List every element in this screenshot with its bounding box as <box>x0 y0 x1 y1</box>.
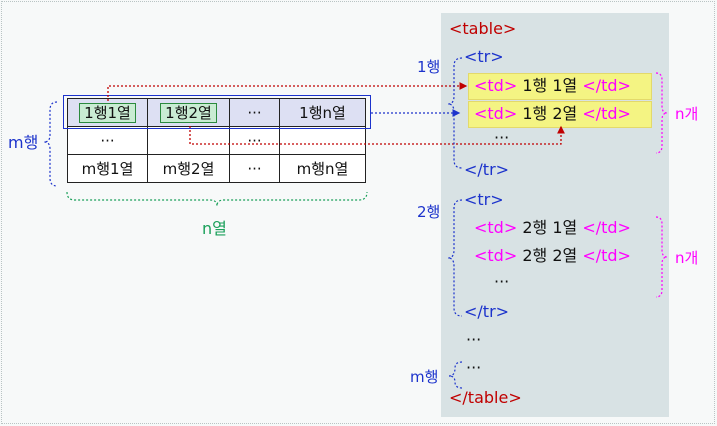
code-td-line-2-1: <td> 2행 1열 </td> <box>474 218 631 238</box>
td-content: 1행 1열 <box>522 76 578 95</box>
cell-marker: 1행2열 <box>160 102 217 123</box>
arrow-cell2 <box>189 125 565 145</box>
grid-cell: m행2열 <box>147 154 230 183</box>
label-m-rows: m행 <box>8 133 39 152</box>
code-tr-close-2: </tr> <box>464 302 510 321</box>
brace-n1 <box>655 72 668 154</box>
label-n-count-2: n개 <box>675 249 699 267</box>
table-row: ··· ··· <box>67 126 366 155</box>
td-close-tag: </td> <box>582 76 631 95</box>
td-content: 2행 1열 <box>522 218 578 237</box>
grid-table: 1행1열 1행2열 ··· 1행n열 ··· ··· m행1열 m행2열 ···… <box>67 98 366 183</box>
td-open-tag: <td> <box>474 246 518 265</box>
grid-cell: ··· <box>229 154 280 183</box>
td-open-tag: <td> <box>474 76 518 95</box>
code-ellipsis-2: ··· <box>494 272 510 291</box>
code-ellipsis-1: ··· <box>494 128 510 147</box>
brace-rowm <box>448 361 463 389</box>
code-td-line-1-2: <td> 1행 2열 </td> <box>474 104 631 124</box>
grid-cell: ··· <box>229 126 280 155</box>
code-ellipsis-4: ··· <box>466 358 482 377</box>
grid-cell <box>279 126 366 155</box>
grid-cell: 1행2열 <box>147 98 230 127</box>
code-table-close: </table> <box>449 388 522 407</box>
td-close-tag: </td> <box>582 218 631 237</box>
brace-m-rows <box>43 101 58 187</box>
label-row2: 2행 <box>417 203 441 221</box>
grid-cell: 1행1열 <box>67 98 148 127</box>
brace-row1 <box>447 57 463 169</box>
grid-cell: m행1열 <box>67 154 148 183</box>
label-rowm: m행 <box>410 368 439 386</box>
label-n-count-1: n개 <box>675 105 699 123</box>
arrow-cell1 <box>107 82 468 101</box>
brace-row2 <box>447 199 463 317</box>
label-n-cols: n열 <box>202 219 227 238</box>
cell-marker: 1행1열 <box>79 102 136 123</box>
grid-cell: m행n열 <box>279 154 366 183</box>
code-table-open: <table> <box>449 19 517 38</box>
code-tr-close-1: </tr> <box>464 160 510 179</box>
td-content: 1행 2열 <box>522 104 578 123</box>
row1-outline <box>63 95 371 129</box>
table-row: m행1열 m행2열 ··· m행n열 <box>67 154 366 183</box>
code-tr-open-2: <tr> <box>464 190 504 209</box>
td-close-tag: </td> <box>582 104 631 123</box>
td-open-tag: <td> <box>474 218 518 237</box>
code-ellipsis-3: ··· <box>466 330 482 349</box>
table-row: 1행1열 1행2열 ··· 1행n열 <box>67 98 366 127</box>
td-open-tag: <td> <box>474 104 518 123</box>
grid-cell: ··· <box>229 98 280 127</box>
brace-n-cols <box>66 191 368 207</box>
label-row1: 1행 <box>417 58 441 76</box>
code-td-line-2-2: <td> 2행 2열 </td> <box>474 246 631 266</box>
code-td-line-1-1: <td> 1행 1열 </td> <box>474 76 631 96</box>
highlight-row1-cell1 <box>468 73 652 100</box>
grid-cell: ··· <box>67 126 148 155</box>
td-close-tag: </td> <box>582 246 631 265</box>
td-content: 2행 2열 <box>522 246 578 265</box>
grid-cell: 1행n열 <box>279 98 366 127</box>
brace-n2 <box>655 216 668 298</box>
code-tr-open-1: <tr> <box>464 47 504 66</box>
